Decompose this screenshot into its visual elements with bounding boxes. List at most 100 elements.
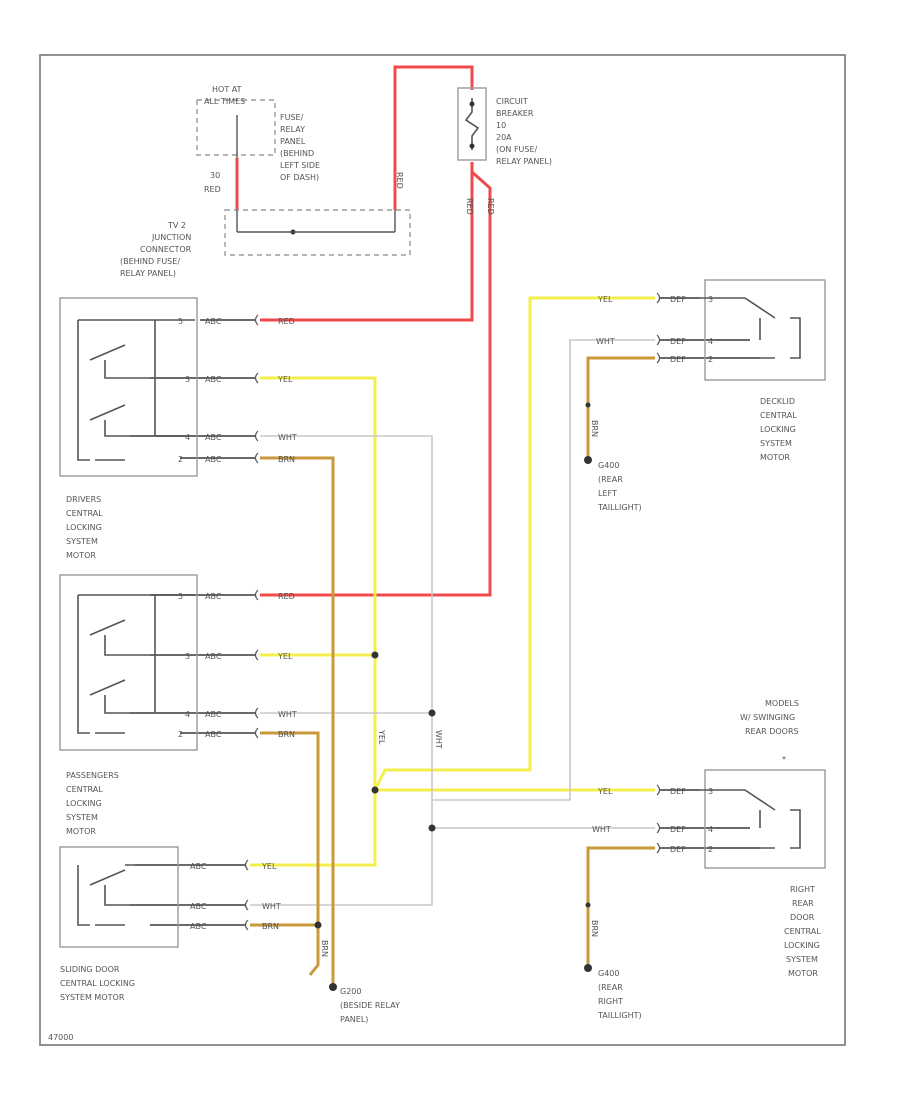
- svg-text:TAILLIGHT): TAILLIGHT): [597, 503, 642, 512]
- decklid-pin-labels: YEL WHT DEF DEF DEF 3 4 2: [596, 295, 713, 364]
- svg-text:2: 2: [178, 730, 183, 739]
- svg-text:(REAR: (REAR: [598, 475, 623, 484]
- svg-text:4: 4: [185, 710, 190, 719]
- breaker-terminal-bottom: [469, 143, 475, 149]
- svg-text:2: 2: [178, 455, 183, 464]
- svg-text:3: 3: [185, 375, 190, 384]
- yel-wire-decklid: [373, 296, 655, 791]
- svg-text:3: 3: [185, 652, 190, 661]
- svg-text:ABC: ABC: [205, 455, 222, 464]
- rear-door-ground-wire-label: BRN: [590, 920, 599, 937]
- svg-text:SYSTEM: SYSTEM: [786, 955, 818, 964]
- svg-text:DEF: DEF: [670, 845, 686, 854]
- svg-text:(BEHIND: (BEHIND: [280, 149, 314, 158]
- brn-wire-rear-door: [586, 846, 655, 968]
- decklid-motor-internals: [700, 297, 801, 359]
- diagram-border: [39, 54, 846, 1046]
- svg-text:ABC: ABC: [205, 652, 222, 661]
- breaker-out-wire-left: RED: [465, 198, 474, 215]
- rear-door-motor-label: RIGHT REAR DOOR CENTRAL LOCKING SYSTEM M…: [784, 885, 821, 978]
- wht-wire-decklid: [432, 339, 655, 801]
- svg-text:RELAY: RELAY: [280, 125, 305, 134]
- svg-text:WHT: WHT: [262, 902, 281, 911]
- svg-text:YEL: YEL: [277, 652, 293, 661]
- svg-text:CENTRAL LOCKING: CENTRAL LOCKING: [60, 979, 135, 988]
- svg-text:CENTRAL: CENTRAL: [66, 785, 103, 794]
- svg-text:4: 4: [708, 825, 713, 834]
- drivers-motor-box: [59, 297, 198, 477]
- svg-text:PANEL): PANEL): [340, 1015, 368, 1024]
- wht-wire-driver: [250, 435, 433, 906]
- svg-text:3: 3: [708, 295, 713, 304]
- svg-text:SYSTEM: SYSTEM: [66, 537, 98, 546]
- svg-text:DOOR: DOOR: [790, 913, 815, 922]
- svg-text:CENTRAL: CENTRAL: [760, 411, 797, 420]
- circuit-breaker-element: [464, 98, 480, 150]
- brn-wire-decklid: [586, 356, 655, 460]
- fuse-relay-panel-label: FUSE/ RELAY PANEL (BEHIND LEFT SIDE OF D…: [280, 113, 320, 182]
- svg-text:YEL: YEL: [277, 375, 293, 384]
- passengers-pin-labels: 5 3 4 2 ABC ABC ABC ABC RED YEL WHT BRN: [178, 592, 297, 739]
- svg-text:ABC: ABC: [190, 922, 207, 931]
- svg-text:YEL: YEL: [597, 295, 613, 304]
- svg-text:YEL: YEL: [597, 787, 613, 796]
- passengers-motor-box: [59, 574, 198, 751]
- svg-text:WHT: WHT: [596, 337, 615, 346]
- sliding-door-motor-box: [59, 846, 179, 948]
- svg-text:SYSTEM MOTOR: SYSTEM MOTOR: [60, 993, 125, 1002]
- svg-text:(BESIDE RELAY: (BESIDE RELAY: [340, 1001, 400, 1010]
- svg-text:SYSTEM: SYSTEM: [66, 813, 98, 822]
- svg-text:RELAY PANEL): RELAY PANEL): [120, 269, 176, 278]
- svg-text:G200: G200: [340, 987, 361, 996]
- svg-text:4: 4: [185, 433, 190, 442]
- svg-text:MOTOR: MOTOR: [66, 551, 96, 560]
- svg-text:LOCKING: LOCKING: [66, 799, 102, 808]
- fuse-relay-panel-box: [196, 99, 276, 156]
- svg-text:WHT: WHT: [278, 710, 297, 719]
- svg-text:(REAR: (REAR: [598, 983, 623, 992]
- svg-text:JUNCTION: JUNCTION: [151, 233, 191, 242]
- sliding-door-motor-label: SLIDING DOOR CENTRAL LOCKING SYSTEM MOTO…: [60, 965, 135, 1002]
- svg-text:MOTOR: MOTOR: [788, 969, 818, 978]
- breaker-terminal-top: [469, 101, 475, 107]
- svg-text:BRN: BRN: [278, 455, 295, 464]
- svg-text:ABC: ABC: [205, 730, 222, 739]
- models-note-star: *: [782, 755, 786, 764]
- svg-text:ABC: ABC: [190, 902, 207, 911]
- sliding-door-pin-labels: ABC ABC ABC YEL WHT BRN: [190, 862, 281, 931]
- svg-text:4: 4: [708, 337, 713, 346]
- svg-text:CONNECTOR: CONNECTOR: [140, 245, 192, 254]
- passengers-motor-label: PASSENGERS CENTRAL LOCKING SYSTEM MOTOR: [66, 771, 119, 836]
- svg-text:SLIDING DOOR: SLIDING DOOR: [60, 965, 120, 974]
- svg-text:ABC: ABC: [205, 710, 222, 719]
- svg-text:WHT: WHT: [278, 433, 297, 442]
- svg-text:CENTRAL: CENTRAL: [66, 509, 103, 518]
- passengers-motor-internals: [77, 594, 195, 734]
- rear-door-motor-internals: [700, 789, 801, 849]
- svg-text:DEF: DEF: [670, 355, 686, 364]
- circuit-breaker-box: [457, 87, 487, 161]
- svg-text:CIRCUIT: CIRCUIT: [496, 97, 528, 106]
- svg-text:10: 10: [496, 121, 506, 130]
- svg-text:CENTRAL: CENTRAL: [784, 927, 821, 936]
- svg-text:LOCKING: LOCKING: [784, 941, 820, 950]
- svg-text:DEF: DEF: [670, 787, 686, 796]
- svg-text:FUSE/: FUSE/: [280, 113, 304, 122]
- drivers-motor-label: DRIVERS CENTRAL LOCKING SYSTEM MOTOR: [66, 495, 103, 560]
- yel-bus-label: YEL: [377, 729, 386, 745]
- svg-text:20A: 20A: [496, 133, 512, 142]
- svg-text:RED: RED: [278, 317, 295, 326]
- svg-text:DEF: DEF: [670, 337, 686, 346]
- svg-text:ABC: ABC: [205, 317, 222, 326]
- svg-text:SYSTEM: SYSTEM: [760, 439, 792, 448]
- ground-right-taillight-label: G400 (REAR RIGHT TAILLIGHT): [597, 969, 642, 1020]
- sliding-door-motor-internals: [77, 864, 135, 926]
- svg-text:OF DASH): OF DASH): [280, 173, 319, 182]
- rear-door-pin-labels: YEL WHT DEF DEF DEF 3 4 2: [592, 787, 713, 854]
- svg-text:ABC: ABC: [205, 375, 222, 384]
- feed-wire-color-label: RED: [395, 172, 404, 189]
- splice-dots: [290, 229, 436, 929]
- svg-text:RED: RED: [278, 592, 295, 601]
- breaker-out-wire-right: RED: [486, 198, 495, 215]
